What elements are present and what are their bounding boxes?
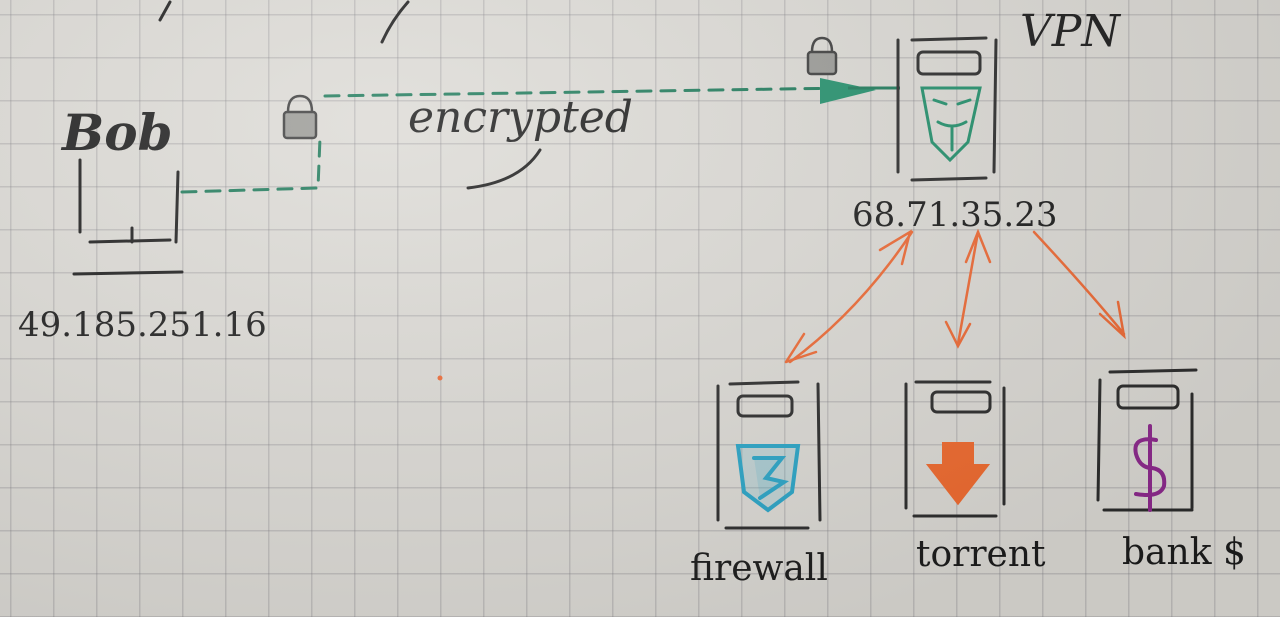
link-torrent (956, 230, 980, 346)
arrow-head (784, 332, 818, 364)
destination-firewall: firewall (690, 380, 828, 589)
client-name: Bob (60, 103, 173, 162)
arrow-head (878, 229, 912, 266)
destination-label: torrent (916, 534, 1046, 575)
arrow-head (1098, 300, 1126, 340)
ink-dot (437, 375, 443, 381)
arrow-head (964, 228, 992, 264)
vpn-links (784, 228, 1126, 364)
shield-icon (735, 444, 801, 513)
server-icon (904, 380, 1006, 518)
vpn-ip: 68.71.35.23 (852, 195, 1057, 235)
link-firewall (788, 230, 914, 364)
destination-label: firewall (690, 548, 828, 589)
arrow-head (944, 320, 972, 349)
link-bank (1032, 230, 1126, 336)
lock-icon (282, 94, 318, 140)
destination-torrent: torrent (904, 380, 1046, 575)
vpn-label: VPN (1020, 6, 1121, 57)
client-node: Bob 49.185.251.16 (18, 103, 267, 345)
dollar-icon (1133, 424, 1167, 512)
encrypted-tunnel: encrypted (180, 36, 900, 194)
destination-bank: bank $ (1096, 368, 1246, 573)
lock-icon (806, 36, 838, 76)
server-icon (716, 380, 822, 530)
client-ip: 49.185.251.16 (18, 305, 267, 345)
server-icon (1096, 368, 1198, 512)
laptop-icon (72, 158, 184, 276)
tunnel-label: encrypted (408, 92, 633, 143)
download-arrow-icon (925, 442, 991, 506)
tunnel-arrowhead (820, 78, 876, 104)
destination-label: bank $ (1122, 532, 1246, 573)
server-icon (896, 36, 998, 182)
mask-icon (920, 86, 982, 163)
vpn-node: VPN 68.71.35.23 (852, 6, 1121, 235)
